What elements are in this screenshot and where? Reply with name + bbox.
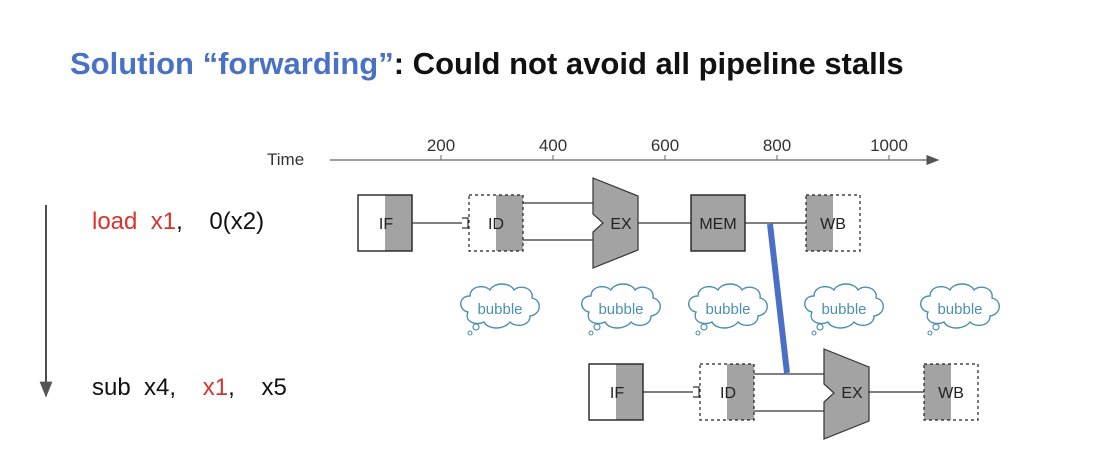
load-if-label: IF xyxy=(379,216,393,233)
bubble-1-label: bubble xyxy=(477,301,522,318)
load-ex-label: EX xyxy=(610,216,632,233)
sub-wb-stage: WB xyxy=(923,363,979,421)
slide-title: Solution “forwarding”: Could not avoid a… xyxy=(70,46,904,82)
load-if-stage: IF xyxy=(357,194,413,252)
instruction-load: load x1, 0(x2) xyxy=(92,208,264,236)
sub-ex-stage: EX xyxy=(823,348,870,440)
load-wb-label: WB xyxy=(820,216,846,233)
bubble-5-label: bubble xyxy=(937,301,982,318)
sub-sep: , xyxy=(228,374,235,401)
sub-pipeline: IF ID EX WB xyxy=(588,348,979,440)
sub-id-label: ID xyxy=(720,385,736,402)
sub-if-stage: IF xyxy=(588,363,644,421)
load-src: 0(x2) xyxy=(209,208,265,235)
sub-wb-label: WB xyxy=(938,385,964,402)
bubble-4: bubble xyxy=(804,283,884,336)
tick-label-1000: 1000 xyxy=(870,136,908,155)
load-dest-reg: x1 xyxy=(150,208,177,235)
instruction-sub: sub x4, x1, x5 xyxy=(92,374,287,402)
sub-id-stage: ID xyxy=(699,363,755,421)
sub-ex-label: EX xyxy=(841,385,863,402)
sub-src-reg: x1 xyxy=(202,374,229,401)
bubble-4-label: bubble xyxy=(821,301,866,318)
tick-200: 200 xyxy=(427,136,455,160)
tick-label-200: 200 xyxy=(427,136,455,155)
load-sep: , xyxy=(176,208,183,235)
bubble-3-label: bubble xyxy=(705,301,750,318)
load-mem-label: MEM xyxy=(699,216,736,233)
load-wb-stage: WB xyxy=(805,194,861,252)
tick-400: 400 xyxy=(539,136,567,160)
bubble-2-label: bubble xyxy=(598,301,643,318)
sub-op: sub xyxy=(92,374,131,401)
tick-label-800: 800 xyxy=(763,136,791,155)
bubble-3: bubble xyxy=(688,283,768,336)
title-rest: : Could not avoid all pipeline stalls xyxy=(393,46,904,81)
bubble-5: bubble xyxy=(920,283,1000,336)
tick-600: 600 xyxy=(651,136,679,160)
tick-1000: 1000 xyxy=(870,136,908,160)
tick-800: 800 xyxy=(763,136,791,160)
forwarding-path xyxy=(767,223,790,374)
tick-label-400: 400 xyxy=(539,136,567,155)
load-op: load xyxy=(92,208,138,235)
sub-dest-reg: x4, xyxy=(144,374,177,401)
load-mem-stage: MEM xyxy=(690,194,746,252)
bubble-1: bubble xyxy=(460,283,540,336)
load-ex-stage: EX xyxy=(592,177,639,269)
tick-label-600: 600 xyxy=(651,136,679,155)
load-pipeline: IF ID EX MEM WB xyxy=(357,177,861,269)
title-highlight: Solution “forwarding” xyxy=(70,46,394,81)
bubble-2: bubble xyxy=(581,283,661,336)
load-id-stage: ID xyxy=(468,194,524,252)
time-label: Time xyxy=(267,150,304,169)
load-id-label: ID xyxy=(488,216,504,233)
sub-src2-reg: x5 xyxy=(261,374,287,401)
sub-if-label: IF xyxy=(610,385,624,402)
